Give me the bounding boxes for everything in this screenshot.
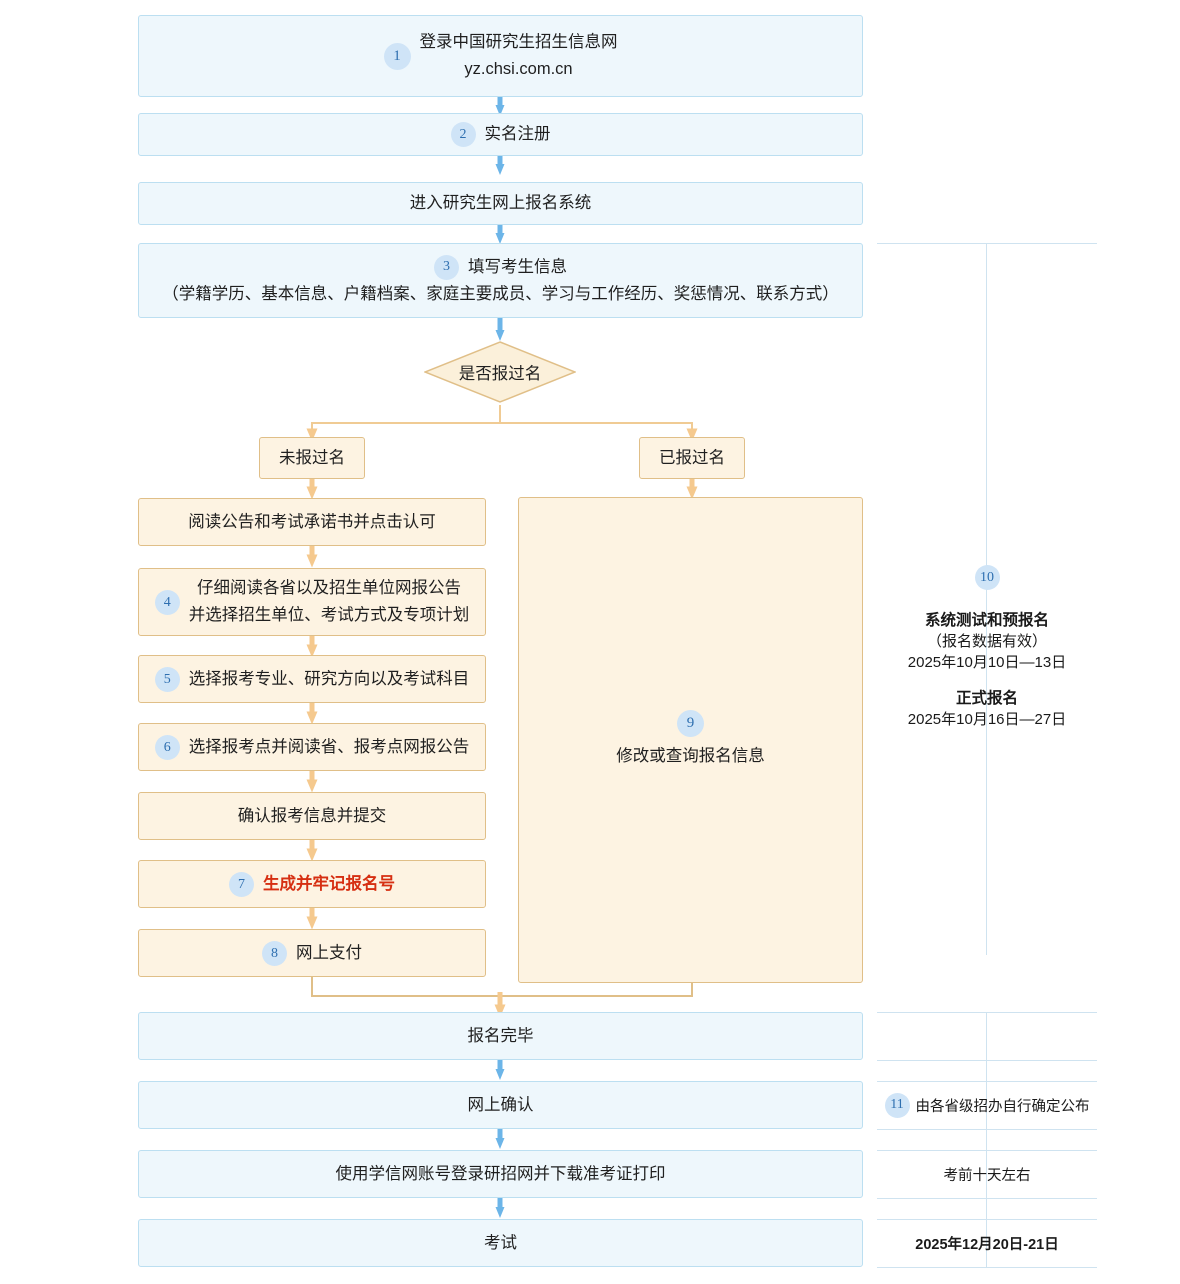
left-step-5-choose-major[interactable]: 5 选择报考专业、研究方向以及考试科目 xyxy=(138,655,486,703)
left-step-4-badge: 4 xyxy=(154,589,180,615)
timeline-schedule-badge: 10 xyxy=(974,565,1000,590)
decision-label: 是否报过名 xyxy=(458,365,542,383)
timeline-schedule-block: 系统测试和预报名 （报名数据有效） 2025年10月10日—13日 正式报名 2… xyxy=(877,608,1097,729)
step-registration-complete-label: 报名完毕 xyxy=(467,1026,534,1045)
left-step-6-choose-site[interactable]: 6 选择报考点并阅读省、报考点网报公告 xyxy=(138,723,486,771)
left-step-8-line-0: 网上支付 xyxy=(296,943,362,962)
branch-not-registered-label: 未报过名 xyxy=(279,448,345,467)
timeline-divider-6 xyxy=(877,1198,1097,1199)
step-1-line-2: yz.chsi.com.cn xyxy=(464,60,573,78)
step-registration-complete-box[interactable]: 报名完毕 xyxy=(138,1012,863,1060)
left-step-5-line-0: 选择报考专业、研究方向以及考试科目 xyxy=(188,669,470,688)
left-step-8-online-payment[interactable]: 8 网上支付 xyxy=(138,929,486,977)
step-3-badge: 3 xyxy=(434,254,459,280)
timeline-panel: 10 系统测试和预报名 （报名数据有效） 2025年10月10日—13日 正式报… xyxy=(877,243,1097,1268)
timeline-divider-2 xyxy=(877,1060,1097,1061)
timeline-row-confirm-label: 由各省级招办自行确定公布 xyxy=(915,1098,1090,1115)
step-exam-box[interactable]: 考试 xyxy=(138,1219,863,1267)
timeline-row-ticket-label: 考前十天左右 xyxy=(943,1167,1031,1184)
left-step-4-read-announcement[interactable]: 4 仔细阅读各省以及招生单位网报公告 并选择招生单位、考试方式及专项计划 xyxy=(138,568,486,636)
step-online-confirmation-label: 网上确认 xyxy=(467,1095,534,1114)
timeline-schedule-title-1: 系统测试和预报名 xyxy=(924,612,1049,629)
step-3-fill-info-box[interactable]: 3 填写考生信息 （学籍学历、基本信息、户籍档案、家庭主要成员、学习与工作经历、… xyxy=(138,243,863,318)
step-download-admission-ticket-box[interactable]: 使用学信网账号登录研招网并下载准考证打印 xyxy=(138,1150,863,1198)
left-step-7-line-0: 生成并牢记报名号 xyxy=(263,874,395,893)
step-2-register-box[interactable]: 2 实名注册 xyxy=(138,113,863,156)
timeline-divider-8 xyxy=(877,1267,1097,1268)
right-step-9-label: 修改或查询报名信息 xyxy=(616,747,765,766)
step-1-login-box[interactable]: 1 登录中国研究生招生信息网 yz.chsi.com.cn xyxy=(138,15,863,97)
step-download-admission-ticket-label: 使用学信网账号登录研招网并下载准考证打印 xyxy=(335,1164,666,1183)
timeline-divider-0 xyxy=(877,243,1097,244)
left-step-5-badge: 5 xyxy=(154,666,180,692)
step-enter-system-box[interactable]: 进入研究生网上报名系统 xyxy=(138,182,863,225)
right-step-9-modify-query-box[interactable]: 9 修改或查询报名信息 xyxy=(518,497,863,983)
left-step-6-badge: 6 xyxy=(154,734,180,760)
step-exam-label: 考试 xyxy=(484,1233,517,1252)
timeline-divider-5 xyxy=(877,1150,1097,1151)
left-step-4-line-1: 并选择招生单位、考试方式及专项计划 xyxy=(188,606,470,624)
timeline-row-confirm: 11 由各省级招办自行确定公布 xyxy=(877,1081,1097,1129)
timeline-row-exam-label: 2025年12月20日-21日 xyxy=(915,1236,1059,1253)
branch-already-registered-box[interactable]: 已报过名 xyxy=(639,437,745,479)
decision-registered-before[interactable]: 是否报过名 xyxy=(424,341,576,403)
branch-already-registered-label: 已报过名 xyxy=(659,448,725,467)
step-enter-system-label: 进入研究生网上报名系统 xyxy=(409,194,592,213)
step-online-confirmation-box[interactable]: 网上确认 xyxy=(138,1081,863,1129)
step-3-line-2: （学籍学历、基本信息、户籍档案、家庭主要成员、学习与工作经历、奖惩情况、联系方式… xyxy=(162,284,839,303)
timeline-schedule-title-2: 正式报名 xyxy=(955,690,1018,707)
left-step-read-notice[interactable]: 阅读公告和考试承诺书并点击认可 xyxy=(138,498,486,546)
left-step-7-badge: 7 xyxy=(229,871,254,897)
timeline-divider-4 xyxy=(877,1129,1097,1130)
left-step-confirm-submit[interactable]: 确认报考信息并提交 xyxy=(138,792,486,840)
step-2-badge: 2 xyxy=(450,122,476,147)
branch-not-registered-box[interactable]: 未报过名 xyxy=(259,437,365,479)
step-2-label: 实名注册 xyxy=(484,125,551,144)
timeline-schedule-spacer xyxy=(877,672,1097,686)
timeline-divider-7 xyxy=(877,1219,1097,1220)
step-1-badge: 1 xyxy=(383,42,411,70)
timeline-schedule-badge-wrap: 10 xyxy=(877,565,1097,590)
timeline-schedule-date-1: 2025年10月10日—13日 xyxy=(907,654,1067,671)
timeline-row-exam: 2025年12月20日-21日 xyxy=(877,1219,1097,1267)
left-step-0-line-0: 阅读公告和考试承诺书并点击认可 xyxy=(188,512,436,531)
step-1-line-1: 登录中国研究生招生信息网 xyxy=(419,33,618,52)
step-3-line-1: 填写考生信息 xyxy=(468,257,567,276)
right-step-9-badge: 9 xyxy=(677,710,704,738)
left-step-7-registration-number[interactable]: 7 生成并牢记报名号 xyxy=(138,860,486,908)
timeline-divider-1 xyxy=(877,1012,1097,1013)
timeline-row-confirm-badge: 11 xyxy=(884,1092,910,1118)
timeline-row-ticket: 考前十天左右 xyxy=(877,1150,1097,1198)
timeline-vertical-divider-top xyxy=(986,243,987,955)
left-step-6-line-0: 选择报考点并阅读省、报考点网报公告 xyxy=(188,737,470,756)
left-step-confirm-line-0: 确认报考信息并提交 xyxy=(237,806,387,825)
timeline-schedule-date-2: 2025年10月16日—27日 xyxy=(907,711,1067,728)
left-step-4-line-0: 仔细阅读各省以及招生单位网报公告 xyxy=(197,579,461,598)
left-step-8-badge: 8 xyxy=(262,940,287,966)
timeline-vertical-divider-bottom xyxy=(986,1012,987,1267)
timeline-schedule-note-1: （报名数据有效） xyxy=(926,633,1047,650)
timeline-divider-3 xyxy=(877,1081,1097,1082)
